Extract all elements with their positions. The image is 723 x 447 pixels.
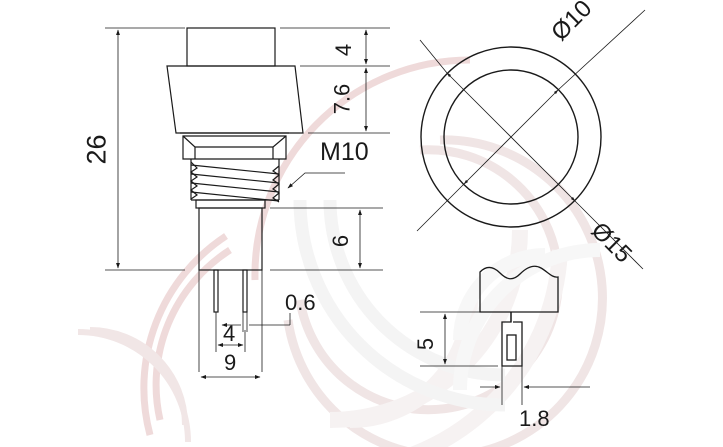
dim-label-pin-pitch: 4 bbox=[223, 321, 236, 346]
dim-label-body-width: 9 bbox=[224, 350, 237, 375]
bushing-shoulder bbox=[195, 199, 266, 209]
inner-circle-d10 bbox=[443, 69, 579, 205]
dim-label-cap-height: 4 bbox=[331, 43, 357, 57]
dim-line-d10-tail-lower bbox=[416, 183, 465, 232]
leader-line-m10 bbox=[287, 172, 345, 189]
dim-line-d15-tail-lower bbox=[574, 200, 644, 270]
body-break-block bbox=[479, 265, 559, 313]
switch-body bbox=[198, 207, 263, 271]
solder-pin-right bbox=[242, 269, 248, 313]
dimension-overall-height bbox=[105, 27, 185, 271]
dim-line-d15-tail-upper bbox=[419, 39, 448, 74]
dim-label-overall-height: 26 bbox=[81, 134, 112, 165]
threaded-bushing bbox=[189, 159, 281, 203]
dimension-pin-width bbox=[480, 366, 590, 405]
dimension-body-height bbox=[270, 207, 383, 271]
top-view-geometry bbox=[420, 46, 602, 228]
dim-line-d15 bbox=[446, 72, 576, 202]
dimension-outer-diameter bbox=[419, 39, 644, 270]
dim-label-pin-thickness: 0.6 bbox=[285, 290, 316, 315]
hex-nut bbox=[182, 135, 287, 160]
pin-slot bbox=[506, 334, 517, 361]
dim-label-body-height: 6 bbox=[328, 234, 354, 248]
dimension-pin-length bbox=[420, 311, 498, 367]
dim-label-pin-width: 1.8 bbox=[519, 406, 550, 431]
outer-circle-d15 bbox=[420, 46, 602, 228]
dimension-bezel-height bbox=[308, 67, 390, 134]
dim-label-bezel-height: 7.6 bbox=[329, 83, 355, 115]
dim-label-pin-length: 5 bbox=[413, 337, 439, 351]
bezel-skirt bbox=[166, 65, 304, 134]
callout-leader-m10 bbox=[287, 172, 345, 189]
watermark-graphic bbox=[77, 56, 607, 447]
hex-nut-facet-right bbox=[272, 135, 287, 159]
solder-pin-left bbox=[213, 269, 219, 313]
dimension-pin-thickness bbox=[221, 312, 291, 332]
hex-nut-facet-left bbox=[182, 135, 196, 159]
dimension-pin-pitch bbox=[215, 312, 246, 352]
plunger-cap bbox=[186, 27, 276, 67]
dimension-cap-height bbox=[280, 27, 390, 67]
dimension-body-width bbox=[198, 270, 263, 379]
callout-label-m10: M10 bbox=[320, 138, 369, 166]
front-view-geometry bbox=[166, 27, 304, 313]
